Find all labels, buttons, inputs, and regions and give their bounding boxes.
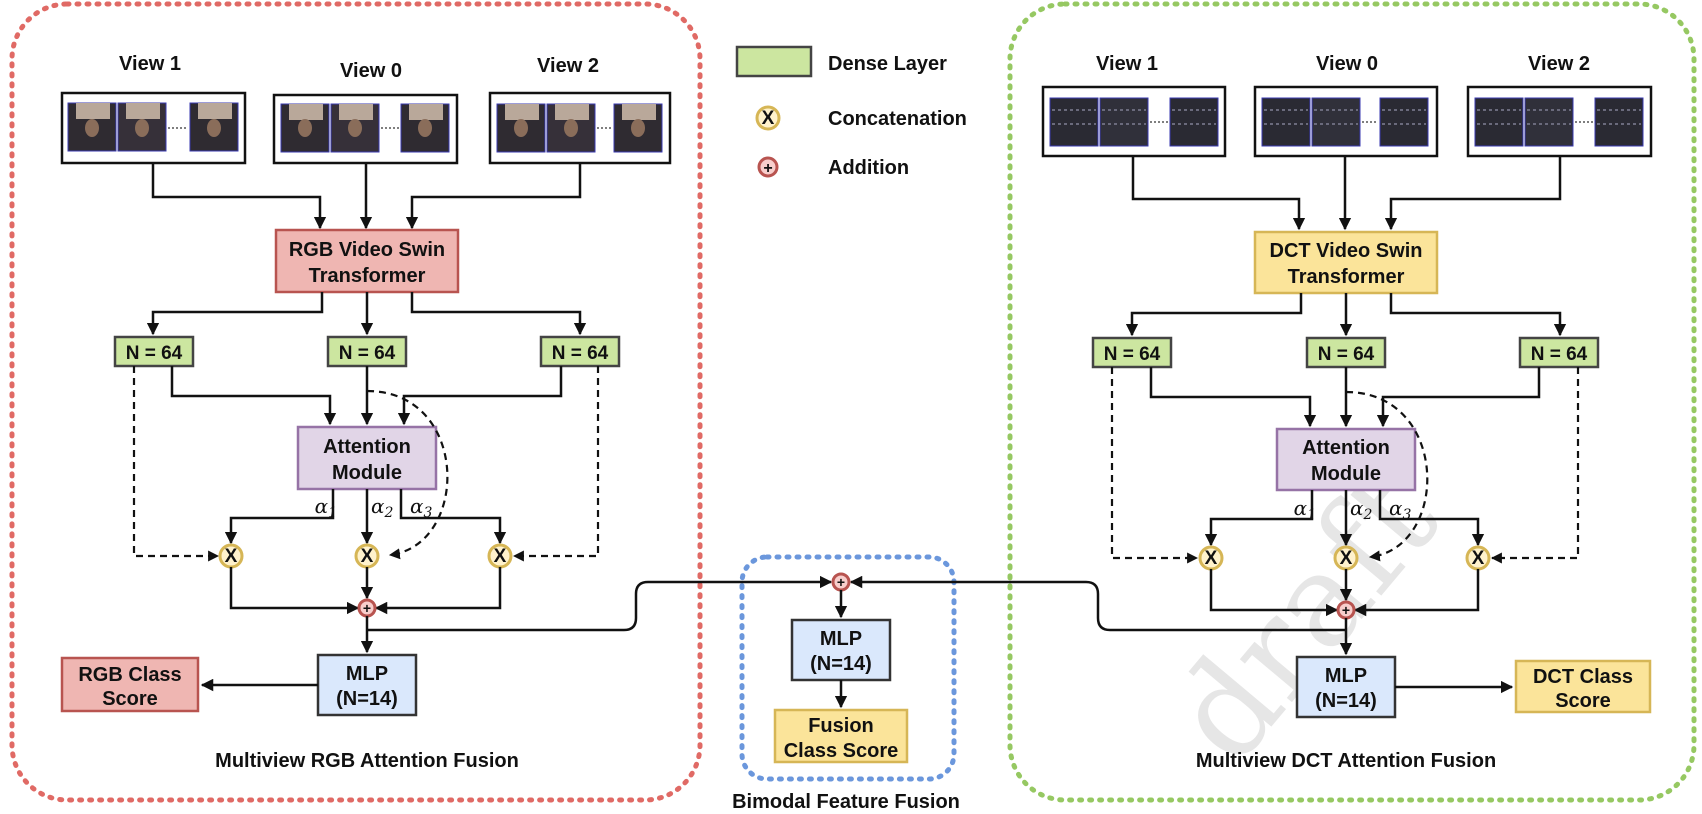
dct-view-1-frames [1041,85,1227,158]
legend-concat-label: Concatenation [828,108,967,130]
fusion-addition-node: + [831,572,851,592]
rgb-group-label: Multiview RGB Attention Fusion [215,750,519,772]
svg-text:X: X [1472,548,1485,569]
svg-text:N = 64: N = 64 [1318,344,1375,365]
bimodal-fusion: + MLP (N=14) Fusion Class Score Bimodal … [367,572,1346,813]
svg-text:Fusion: Fusion [808,715,874,737]
rgb-class-score [60,656,200,713]
svg-text:MLP: MLP [1325,665,1367,687]
svg-text:Transformer: Transformer [309,265,426,287]
dct-group-border [1007,1,1697,803]
rgb-view-2-frames [488,91,672,165]
dct-view-0-frames [1253,85,1439,158]
rgb-video-swin-transformer [274,228,460,294]
svg-text:N = 64: N = 64 [1104,344,1161,365]
rgb-concat-center: X [354,543,380,569]
svg-text:+: + [837,574,845,590]
dct-view-2-frames [1466,85,1653,158]
svg-text:+: + [763,160,772,177]
svg-text:N = 64: N = 64 [1531,344,1588,365]
dct-view-0-label: View 0 [1316,53,1378,75]
svg-text:Score: Score [1555,690,1611,712]
svg-text:Module: Module [332,462,402,484]
rgb-mlp [316,653,418,717]
svg-text:X: X [762,108,775,129]
legend: Dense Layer X Concatenation + Addition [735,45,967,179]
rgb-concat-left: X [218,543,244,569]
dct-branch: View 1 View 0 View 2 [1041,53,1653,772]
svg-text:Attention: Attention [1302,437,1390,459]
rgb-alpha-3: α3 [410,494,433,521]
svg-text:+: + [1342,602,1350,618]
dct-view-2-label: View 2 [1528,53,1590,75]
svg-text:Class Score: Class Score [784,740,899,762]
svg-text:Module: Module [1311,463,1381,485]
rgb-group-border [9,1,703,803]
rgb-dense-view-1 [113,335,195,368]
fusion-group-border [739,554,957,782]
rgb-dense-view-0 [326,335,408,368]
svg-text:DCT Video Swin: DCT Video Swin [1270,240,1423,262]
svg-text:X: X [494,546,507,567]
svg-text:+: + [363,600,371,616]
dct-alpha-3: α3 [1389,496,1412,523]
dct-dense-view-1 [1091,336,1173,369]
rgb-branch: View 1 View 0 View 2 [60,53,672,772]
svg-text:(N=14): (N=14) [810,653,872,675]
rgb-dense-view-2 [539,335,621,368]
dct-class-score [1514,659,1652,714]
svg-text:X: X [1340,548,1353,569]
dct-attention-module [1275,427,1417,492]
dct-alpha-2: α2 [1350,496,1373,523]
dct-concat-right: X [1465,545,1491,571]
rgb-view-2-label: View 2 [537,55,599,77]
svg-text:N = 64: N = 64 [339,343,396,364]
legend-dense-label: Dense Layer [828,53,947,75]
svg-text:Transformer: Transformer [1288,266,1405,288]
dct-concat-center: X [1333,545,1359,571]
svg-text:(N=14): (N=14) [1315,690,1377,712]
legend-add-icon [757,156,779,178]
dct-dense-view-0 [1305,336,1387,369]
svg-text:(N=14): (N=14) [336,688,398,710]
svg-text:X: X [1205,548,1218,569]
svg-text:N = 64: N = 64 [126,343,183,364]
rgb-view-1-label: View 1 [119,53,181,75]
dct-group-label: Multiview DCT Attention Fusion [1196,750,1496,772]
svg-text:DCT Class: DCT Class [1533,666,1633,688]
dct-dense-view-2 [1518,336,1600,369]
svg-text:MLP: MLP [346,663,388,685]
svg-text:X: X [361,546,374,567]
svg-text:N = 64: N = 64 [552,343,609,364]
svg-text:X: X [225,546,238,567]
rgb-view-1-frames [60,91,247,165]
rgb-view-0-frames [272,93,459,165]
dct-view-1-label: View 1 [1096,53,1158,75]
legend-dense-swatch [735,45,813,78]
svg-text:RGB Class: RGB Class [78,664,181,686]
rgb-alpha-2: α2 [371,494,394,521]
rgb-view-0-label: View 0 [340,60,402,82]
dct-concat-left: X [1198,545,1224,571]
rgb-addition-node: + [357,598,377,618]
rgb-concat-right: X [487,543,513,569]
svg-text:RGB Video Swin: RGB Video Swin [289,239,445,261]
fusion-group-label: Bimodal Feature Fusion [732,791,960,813]
svg-text:Score: Score [102,688,158,710]
dct-addition-node: + [1336,600,1356,620]
svg-text:Attention: Attention [323,436,411,458]
legend-concat-icon [755,105,781,131]
fusion-class-score [773,708,909,764]
rgb-attention-module [296,425,438,491]
legend-add-label: Addition [828,157,909,179]
svg-text:MLP: MLP [820,628,862,650]
